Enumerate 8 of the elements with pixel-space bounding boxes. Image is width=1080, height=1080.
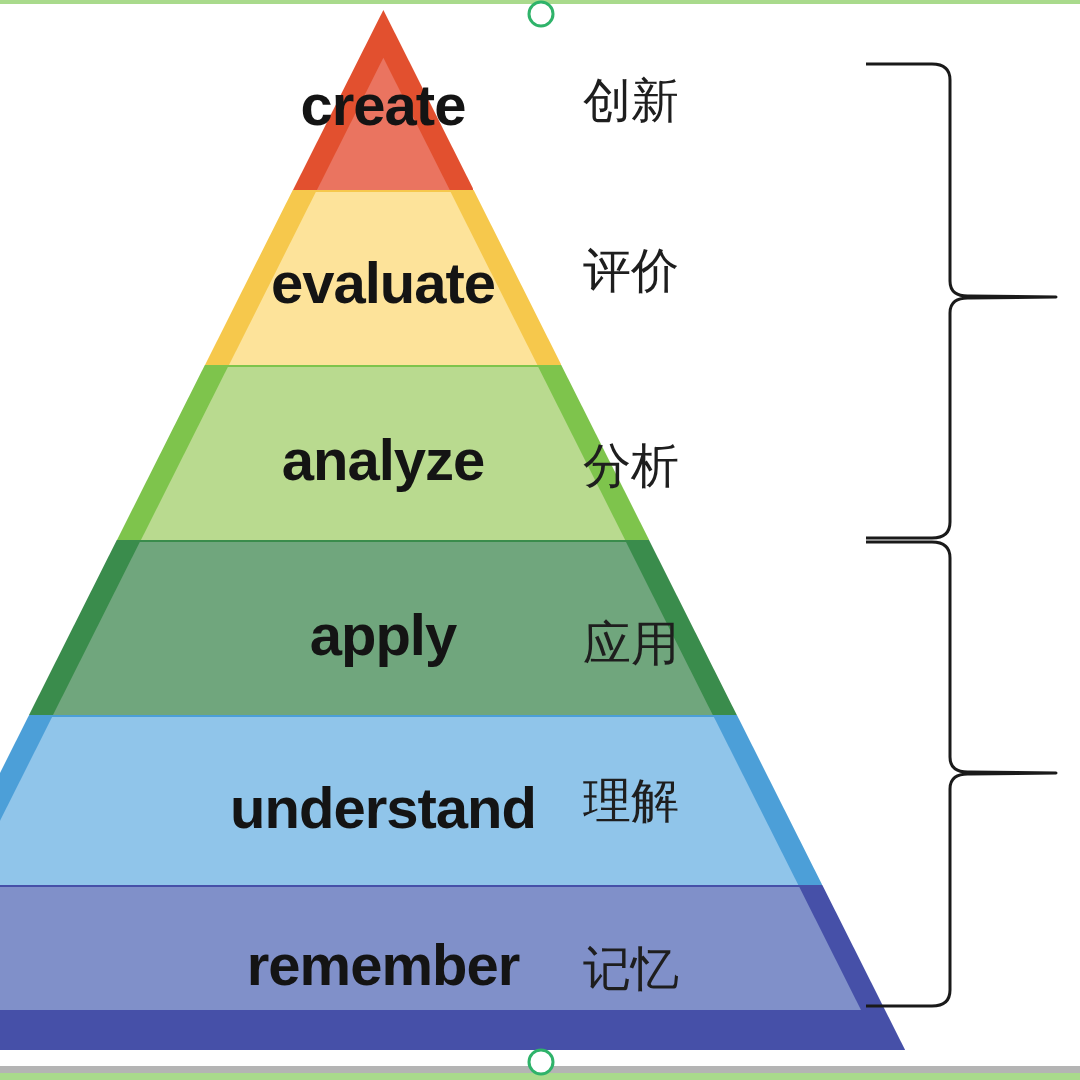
translation-label: 应用 bbox=[583, 619, 679, 667]
tier-label: evaluate bbox=[270, 254, 496, 312]
translation-label: 评价 bbox=[583, 246, 679, 294]
tier-label: remember bbox=[246, 936, 520, 994]
translation-label: 理解 bbox=[583, 776, 679, 824]
tier-label: understand bbox=[230, 779, 536, 837]
translation-label: 创新 bbox=[583, 76, 679, 124]
translation-label: 记忆 bbox=[583, 944, 679, 992]
